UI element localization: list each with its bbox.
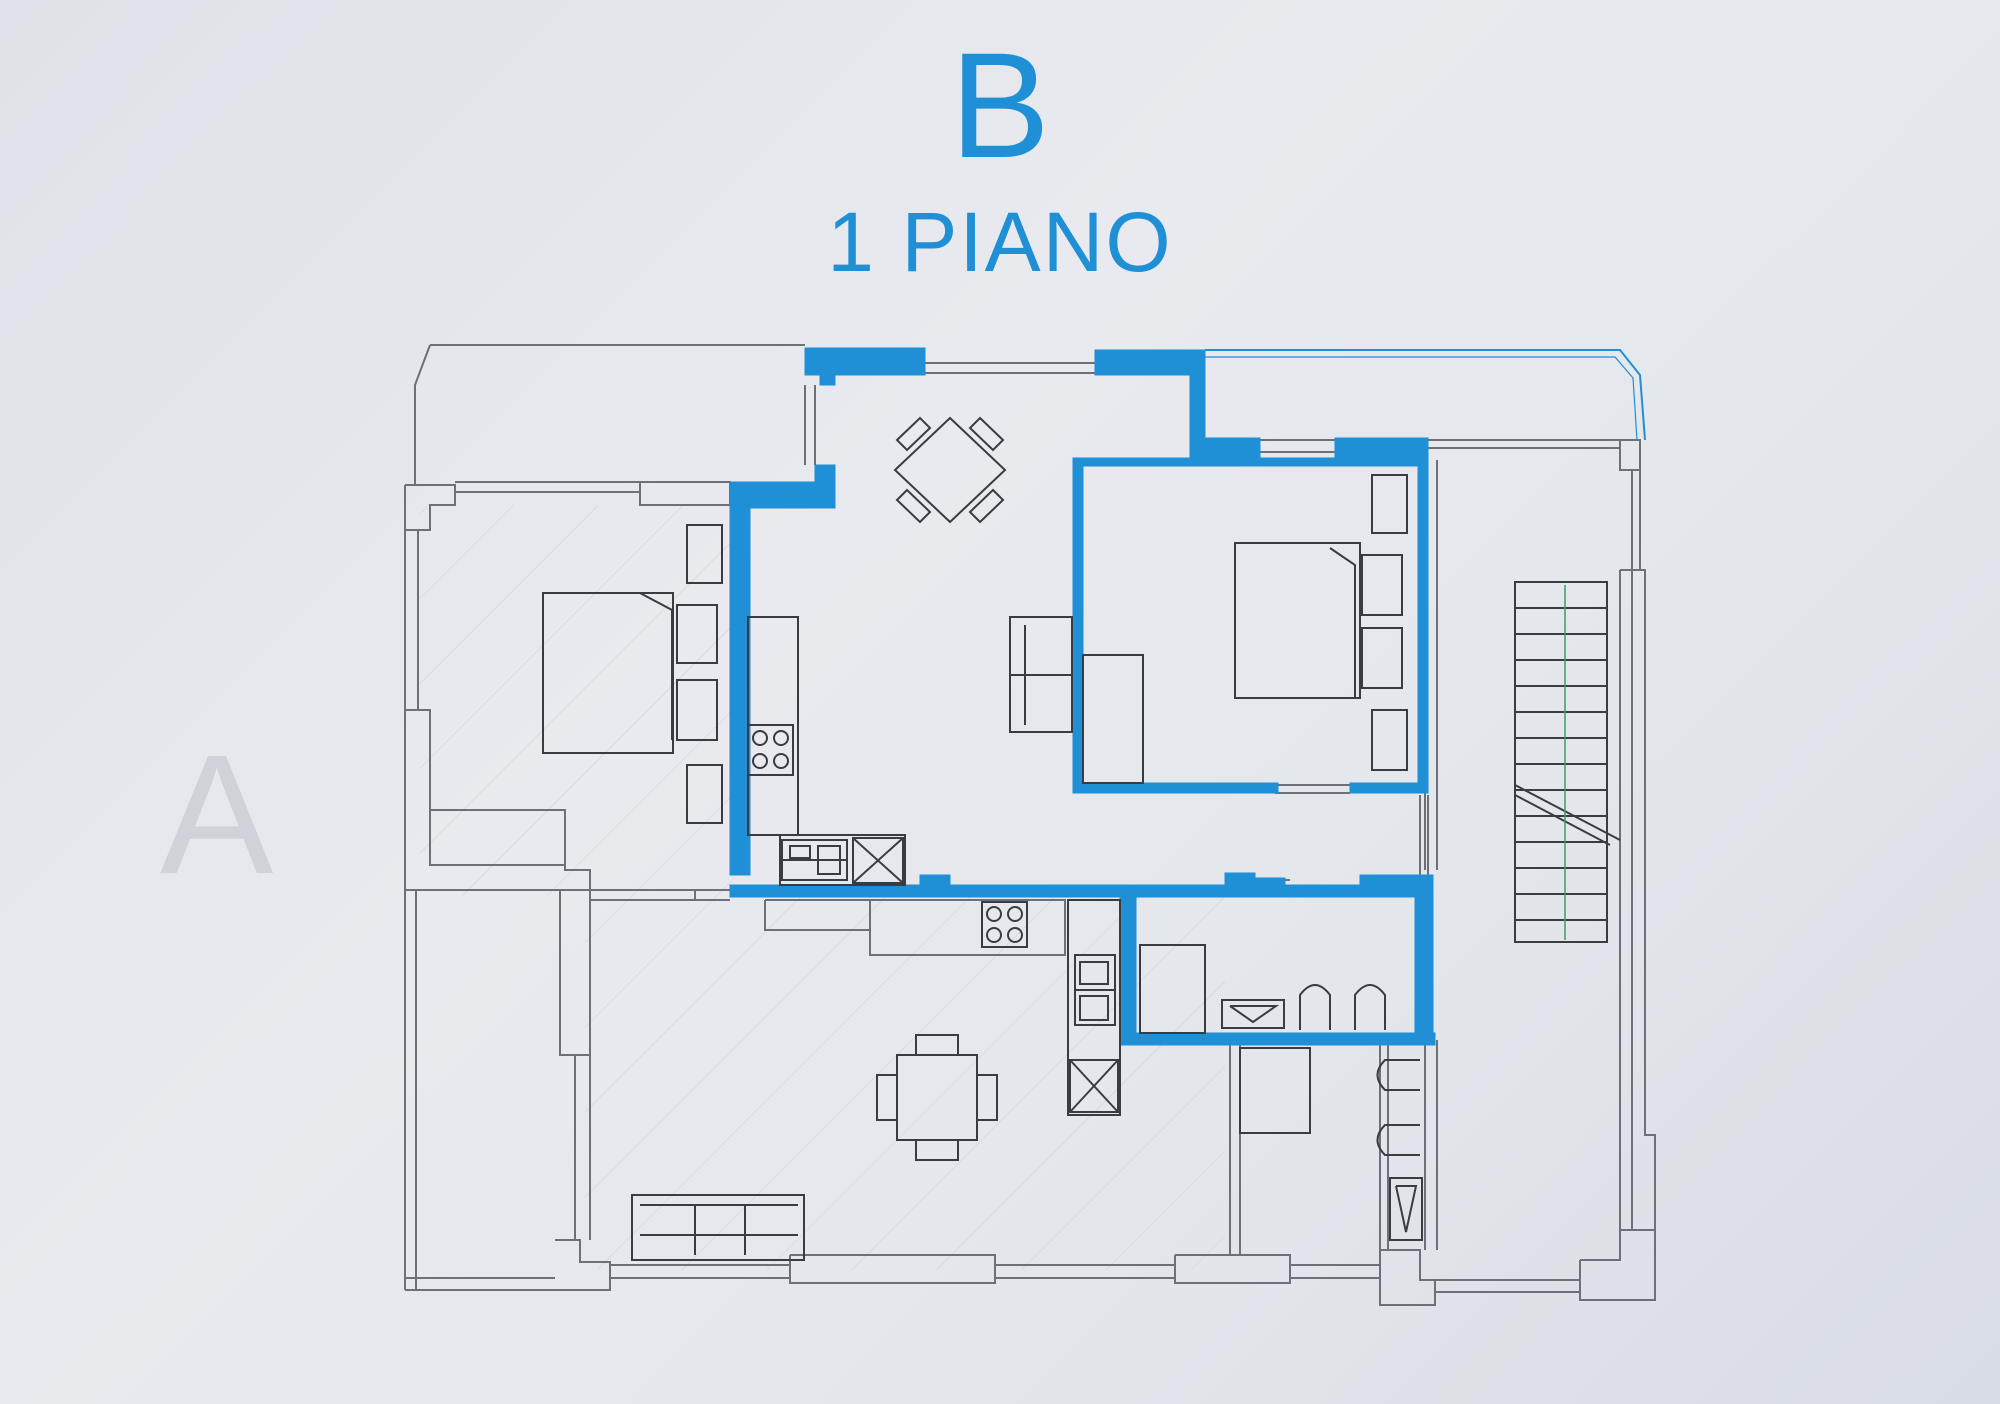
balcony-outline	[1205, 349, 1646, 441]
dining-table-icon	[893, 416, 1007, 524]
toilet-icon	[1299, 984, 1331, 1030]
sink-icon	[1074, 954, 1116, 1026]
toilet-icon	[1376, 1059, 1420, 1091]
sink-icon	[781, 839, 848, 881]
blue-walls	[729, 347, 1436, 1046]
floor-title: 1 PIANO	[827, 195, 1173, 289]
bed-icon	[1234, 542, 1403, 699]
washing-machine	[1139, 944, 1206, 1034]
toilet-icon	[1354, 984, 1386, 1030]
sofa-icon	[631, 1194, 805, 1261]
toilet-icon	[1376, 1124, 1420, 1156]
dishwasher	[852, 837, 904, 884]
shower-icon	[1389, 1177, 1423, 1241]
grey-walls	[404, 344, 1656, 1306]
nightstand	[1371, 474, 1408, 534]
staircase-icon	[1514, 581, 1621, 943]
sink-icon	[1221, 999, 1285, 1029]
stove-icon	[981, 901, 1028, 948]
nightstand	[686, 524, 723, 584]
nightstand	[686, 764, 723, 824]
hatched-floor	[420, 505, 1225, 1270]
sofa-icon	[1009, 616, 1073, 733]
nightstand	[1371, 709, 1408, 771]
wardrobe	[1082, 654, 1144, 784]
unit-title: B	[949, 21, 1051, 189]
dishwasher	[1069, 1059, 1119, 1113]
dining-table-icon	[876, 1034, 998, 1161]
kitchen-counter	[779, 834, 906, 886]
stove-icon	[747, 724, 794, 776]
kitchen-counter	[1067, 899, 1121, 1116]
adjacent-unit-label: A	[160, 720, 274, 910]
washing-machine	[1239, 1047, 1311, 1134]
bed-icon	[542, 592, 718, 754]
